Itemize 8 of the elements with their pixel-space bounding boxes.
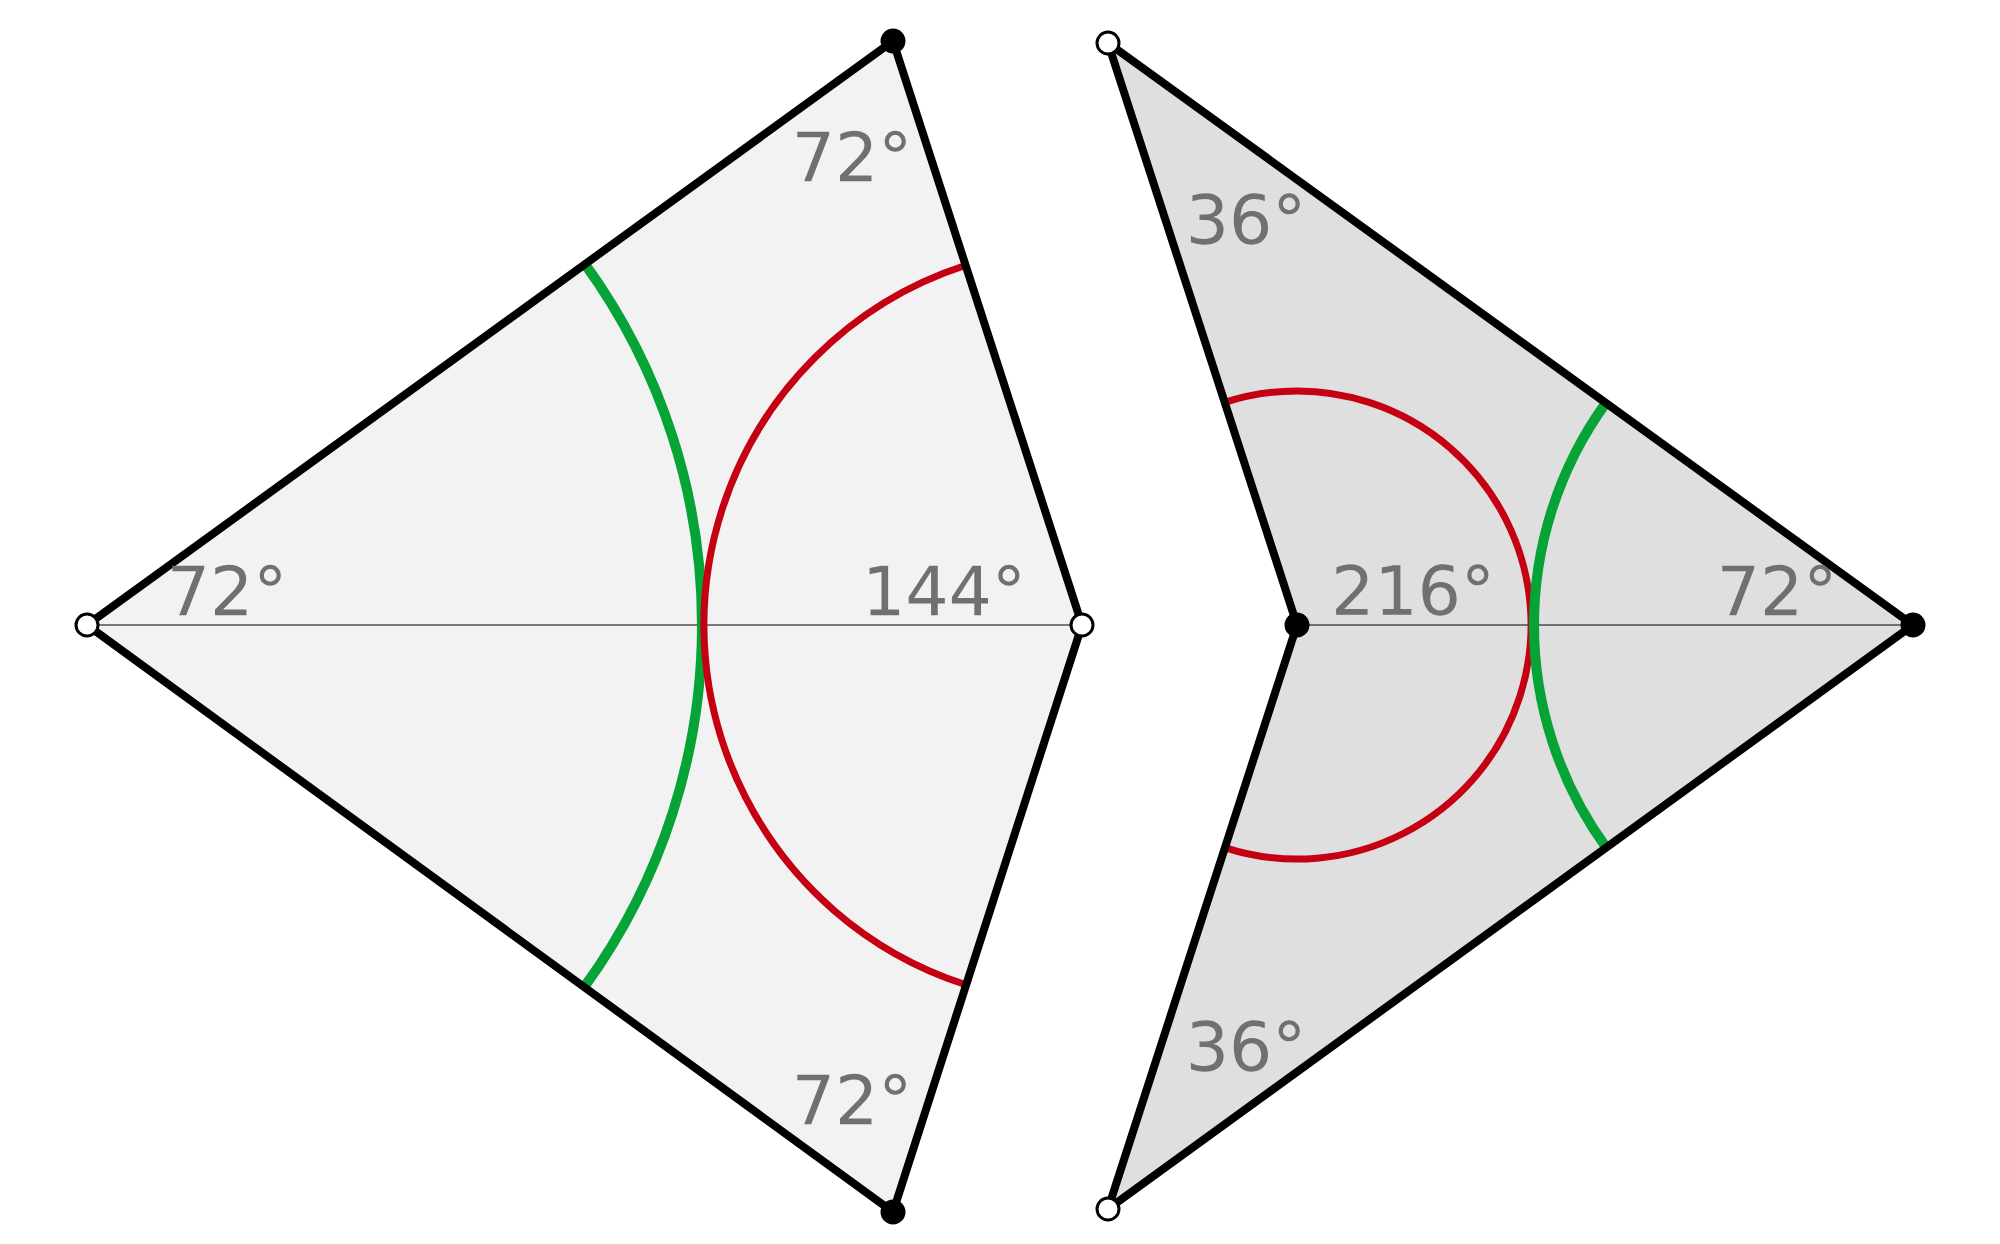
angle-label: 144° [869,564,1020,616]
angle-label: 216° [1336,564,1489,616]
angle-label: 72° [797,130,906,182]
angle-label: 36° [1190,1020,1300,1072]
angle-label: 36° [1190,193,1300,245]
angle-label: 72° [172,564,281,616]
angle-label: 72° [797,1073,906,1125]
angle-label: 72° [1722,564,1831,616]
